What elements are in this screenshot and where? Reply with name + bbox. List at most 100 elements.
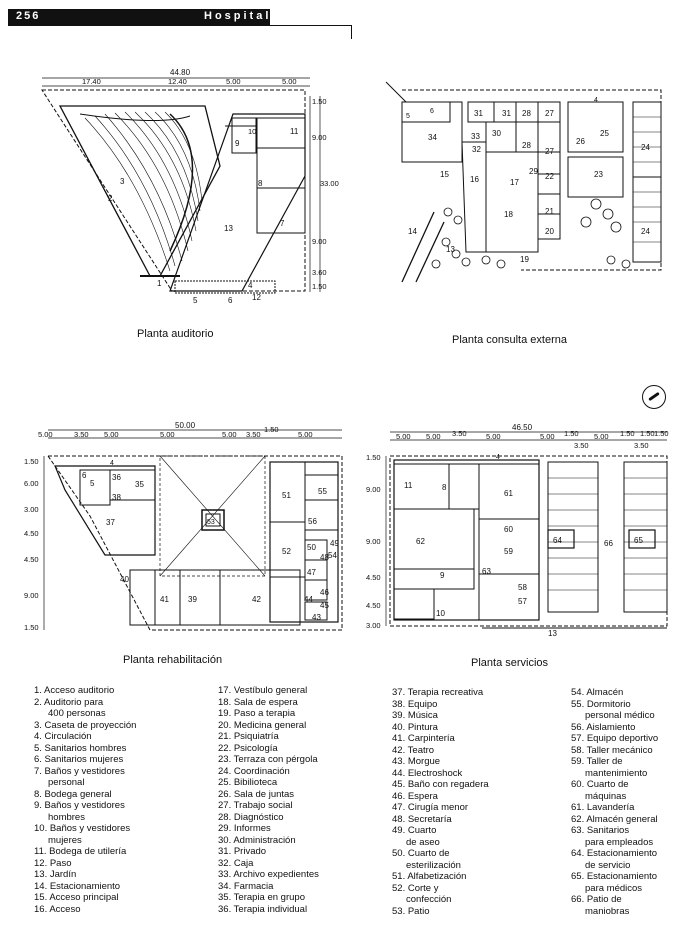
legend-item: 29. Informes bbox=[218, 823, 271, 834]
room-consulta-15: 15 bbox=[440, 170, 449, 179]
caption-servicios: Planta servicios bbox=[471, 657, 549, 669]
dim-auditorio-total: 44.80 bbox=[170, 68, 191, 77]
legend-item: 23. Terraza con pérgola bbox=[218, 754, 318, 765]
dim-auditorio-r5: 3.60 bbox=[312, 268, 327, 277]
room-rehab-39: 39 bbox=[188, 595, 197, 604]
dim-serv-1: 5.00 bbox=[396, 432, 411, 441]
legend-item: 47. Cirugía menor bbox=[392, 802, 469, 813]
legend-item: 43. Morgue bbox=[392, 756, 441, 767]
dim-serv-4: 5.00 bbox=[486, 432, 501, 441]
room-consulta-28b: 28 bbox=[522, 141, 531, 150]
room-auditorio-2: 2 bbox=[108, 194, 113, 203]
room-serv-11: 11 bbox=[404, 481, 413, 490]
legend-item: 61. Lavandería bbox=[571, 802, 635, 813]
legend-item: 51. Alfabetización bbox=[392, 871, 467, 882]
plan-servicios: 46.50 5.00 5.00 3.50 5.00 5.00 1.50 5.00… bbox=[366, 423, 669, 638]
dim-rehab-4: 5.00 bbox=[160, 430, 175, 439]
room-rehab-43: 43 bbox=[312, 613, 321, 622]
legend-item: 41. Carpintería bbox=[392, 733, 455, 744]
caption-rehabilitacion: Planta rehabilitación bbox=[123, 654, 223, 666]
dim-serv-l4: 4.50 bbox=[366, 573, 381, 582]
legend-item: 8. Bodega general bbox=[34, 788, 112, 800]
room-serv-10: 10 bbox=[436, 609, 445, 618]
plan-auditorio: 44.80 17.40 12.40 5.00 5.00 1.50 9.00 33… bbox=[41, 68, 339, 305]
dim-serv-3: 3.50 bbox=[452, 429, 467, 438]
legend-item: 21. Psiquiatría bbox=[218, 731, 279, 742]
legend-item: 17. Vestíbulo general bbox=[218, 685, 308, 696]
dim-rehab-l1: 1.50 bbox=[24, 457, 39, 466]
room-rehab-48: 48 bbox=[320, 553, 329, 562]
dim-serv-12: 3.50 bbox=[634, 441, 649, 450]
legend-item: 36. Terapia individual bbox=[218, 903, 308, 915]
dim-rehab-l6: 9.00 bbox=[24, 591, 39, 600]
legend-item: 54. Almacén bbox=[571, 687, 624, 698]
room-consulta-20: 20 bbox=[545, 227, 554, 236]
legend-item: 49. Cuarto de aseo bbox=[392, 825, 440, 848]
legend-item: 11. Bodega de utilería bbox=[34, 846, 127, 857]
room-serv-64: 64 bbox=[553, 536, 562, 545]
legend-item: 2. Auditorio para 400 personas bbox=[34, 696, 106, 720]
legend-item: 26. Sala de juntas bbox=[218, 788, 295, 800]
page-header: 256 Hospital bbox=[8, 9, 270, 25]
room-consulta-21: 21 bbox=[545, 207, 554, 216]
dim-auditorio-2: 12.40 bbox=[168, 77, 187, 86]
dim-rehab-5: 5.00 bbox=[222, 430, 237, 439]
legend-item: 45. Baño con regadera bbox=[392, 779, 489, 790]
dim-serv-7: 5.00 bbox=[594, 432, 609, 441]
room-rehab-40: 40 bbox=[120, 575, 129, 584]
room-consulta-28a: 28 bbox=[522, 109, 531, 118]
dim-serv-9: 1.50 bbox=[640, 429, 655, 438]
room-serv-59: 59 bbox=[504, 547, 513, 556]
room-consulta-27b: 27 bbox=[545, 147, 554, 156]
legend-item: 22. Psicología bbox=[218, 742, 278, 754]
dim-rehab-l4: 4.50 bbox=[24, 529, 39, 538]
legend-item: 63. Sanitarios para empleados bbox=[571, 825, 654, 848]
room-serv-9: 9 bbox=[440, 571, 445, 580]
room-rehab-37: 37 bbox=[106, 518, 115, 527]
room-serv-4: 4 bbox=[496, 454, 500, 461]
room-consulta-31b: 31 bbox=[502, 109, 511, 118]
dim-rehab-7: 1.50 bbox=[264, 425, 279, 434]
dim-auditorio-r4: 9.00 bbox=[312, 237, 327, 246]
dim-serv-2: 5.00 bbox=[426, 432, 441, 441]
dim-serv-5: 5.00 bbox=[540, 432, 555, 441]
caption-auditorio: Planta auditorio bbox=[137, 328, 214, 340]
legend-item: 14. Estacionamiento bbox=[34, 880, 121, 892]
dim-rehab-l5: 4.50 bbox=[24, 555, 39, 564]
room-consulta-5: 5 bbox=[406, 113, 410, 120]
dim-auditorio-4: 5.00 bbox=[282, 77, 297, 86]
room-auditorio-11: 11 bbox=[290, 127, 299, 136]
room-serv-57: 57 bbox=[518, 597, 527, 606]
page-title: Hospital bbox=[204, 10, 272, 22]
room-auditorio-10: 10 bbox=[248, 127, 256, 136]
dim-rehab-l3: 3.00 bbox=[24, 505, 39, 514]
legend-item: 20. Medicina general bbox=[218, 719, 307, 731]
room-rehab-44: 44 bbox=[304, 595, 313, 604]
legend-item: 58. Taller mecánico bbox=[571, 744, 653, 756]
legend-item: 12. Paso bbox=[34, 857, 72, 869]
legend-item: 38. Equipo bbox=[392, 698, 438, 710]
legend-item: 16. Acceso bbox=[34, 903, 81, 915]
room-consulta-13a: 13 bbox=[446, 245, 455, 254]
room-consulta-24b: 24 bbox=[641, 227, 650, 236]
room-serv-8: 8 bbox=[442, 483, 447, 492]
room-auditorio-1: 1 bbox=[157, 279, 162, 288]
room-rehab-35: 35 bbox=[135, 480, 144, 489]
north-arrow-icon bbox=[642, 385, 666, 409]
legend-item: 31. Privado bbox=[218, 846, 267, 857]
plan-consulta-externa: 4 5 6 13 14 15 16 17 18 19 20 21 22 23 2… bbox=[385, 81, 662, 283]
room-consulta-24a: 24 bbox=[641, 143, 650, 152]
room-rehab-55: 55 bbox=[318, 487, 327, 496]
legend-item: 35. Terapia en grupo bbox=[218, 892, 305, 903]
room-rehab-41: 41 bbox=[160, 595, 169, 604]
room-auditorio-5: 5 bbox=[193, 296, 198, 305]
plan-rehabilitacion: 50.00 5.00 3.50 5.00 5.00 5.00 3.50 1.50… bbox=[24, 421, 343, 632]
legend-item: 44. Electroshock bbox=[392, 767, 463, 779]
room-rehab-54: 54 bbox=[328, 551, 337, 560]
room-rehab-53: 53 bbox=[207, 519, 215, 526]
legend-item: 40. Pintura bbox=[392, 721, 438, 733]
legend-item: 50. Cuarto de esterilización bbox=[392, 848, 461, 871]
room-rehab-49: 49 bbox=[330, 539, 339, 548]
legend-item: 65. Estacionamiento para médicos bbox=[571, 871, 658, 894]
